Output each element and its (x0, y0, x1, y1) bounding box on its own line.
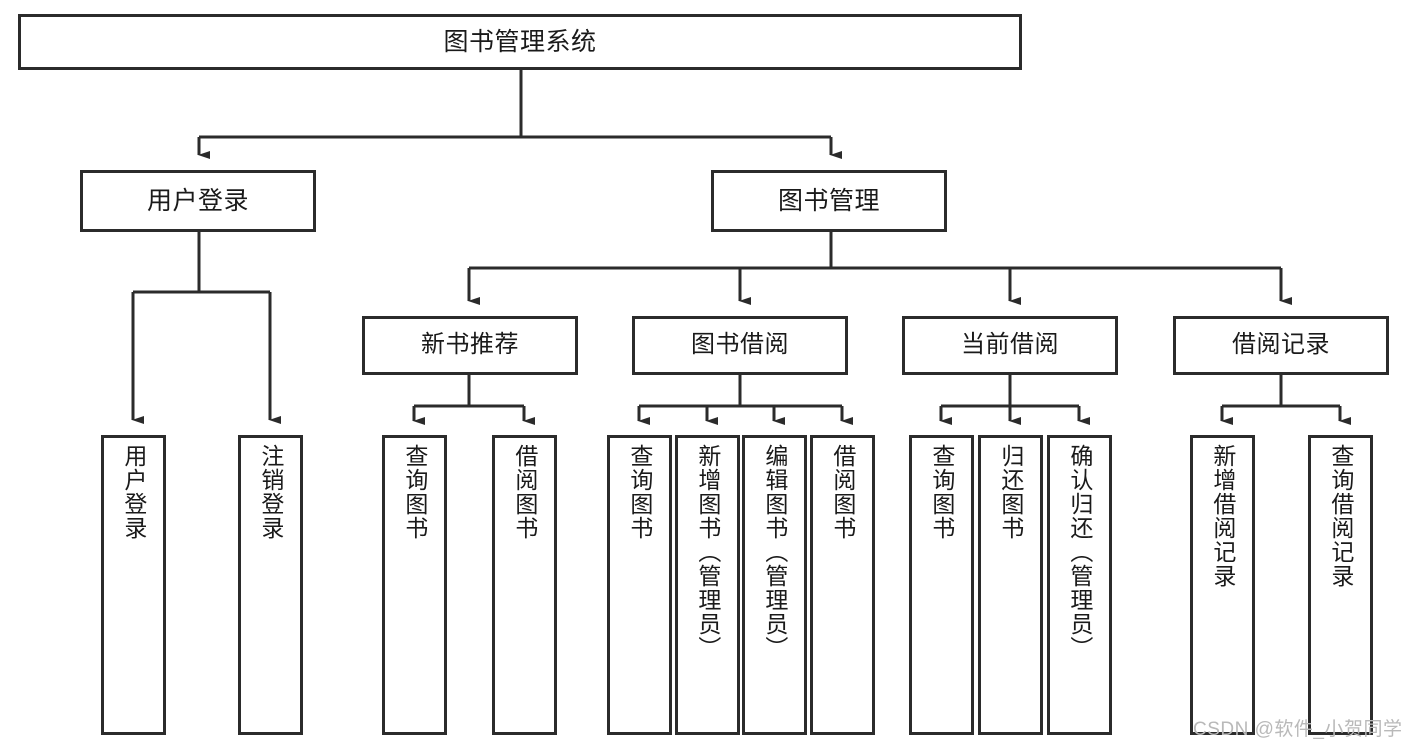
node-root-label: 图书管理系统 (443, 28, 597, 56)
node-leaf-logout-label: 注销登录 (257, 444, 284, 540)
node-book-manage-label: 图书管理 (777, 187, 880, 215)
node-leaf-query-book-1-label: 查询图书 (401, 444, 428, 540)
node-leaf-borrow-book-1-label: 借阅图书 (511, 444, 538, 540)
node-current-borrow-label: 当前借阅 (961, 331, 1059, 359)
node-new-book-rec-label: 新书推荐 (421, 331, 519, 359)
node-leaf-query-record-label: 查询借阅记录 (1327, 444, 1354, 588)
node-user-login[interactable]: 用户登录 (80, 170, 316, 232)
node-book-manage[interactable]: 图书管理 (711, 170, 947, 232)
node-leaf-query-record[interactable]: 查询借阅记录 (1308, 435, 1373, 735)
node-root[interactable]: 图书管理系统 (18, 14, 1022, 70)
node-leaf-user-login-label: 用户登录 (120, 444, 147, 540)
node-book-borrow[interactable]: 图书借阅 (632, 316, 848, 375)
node-leaf-logout[interactable]: 注销登录 (238, 435, 303, 735)
node-leaf-add-record[interactable]: 新增借阅记录 (1190, 435, 1255, 735)
node-leaf-confirm-return[interactable]: 确认归还（管理员） (1047, 435, 1112, 735)
node-leaf-confirm-return-label: 确认归还（管理员） (1066, 444, 1093, 660)
node-borrow-record-label: 借阅记录 (1232, 331, 1330, 359)
node-leaf-add-record-label: 新增借阅记录 (1209, 444, 1236, 588)
node-leaf-add-book[interactable]: 新增图书（管理员） (675, 435, 740, 735)
node-leaf-query-book-2[interactable]: 查询图书 (607, 435, 672, 735)
node-leaf-borrow-book-2[interactable]: 借阅图书 (810, 435, 875, 735)
node-leaf-query-book-2-label: 查询图书 (626, 444, 653, 540)
node-leaf-user-login[interactable]: 用户登录 (101, 435, 166, 735)
node-leaf-query-book-3-label: 查询图书 (928, 444, 955, 540)
node-leaf-edit-book-label: 编辑图书（管理员） (761, 444, 788, 660)
node-current-borrow[interactable]: 当前借阅 (902, 316, 1118, 375)
watermark: CSDN @软件_小贺同学 (1193, 719, 1403, 740)
node-leaf-borrow-book-1[interactable]: 借阅图书 (492, 435, 557, 735)
node-leaf-query-book-3[interactable]: 查询图书 (909, 435, 974, 735)
node-user-login-label: 用户登录 (146, 187, 249, 215)
node-leaf-query-book-1[interactable]: 查询图书 (382, 435, 447, 735)
node-leaf-return-book-label: 归还图书 (997, 444, 1024, 540)
node-book-borrow-label: 图书借阅 (691, 331, 789, 359)
node-borrow-record[interactable]: 借阅记录 (1173, 316, 1389, 375)
node-new-book-rec[interactable]: 新书推荐 (362, 316, 578, 375)
node-leaf-add-book-label: 新增图书（管理员） (694, 444, 721, 660)
node-leaf-borrow-book-2-label: 借阅图书 (829, 444, 856, 540)
node-leaf-return-book[interactable]: 归还图书 (978, 435, 1043, 735)
node-leaf-edit-book[interactable]: 编辑图书（管理员） (742, 435, 807, 735)
